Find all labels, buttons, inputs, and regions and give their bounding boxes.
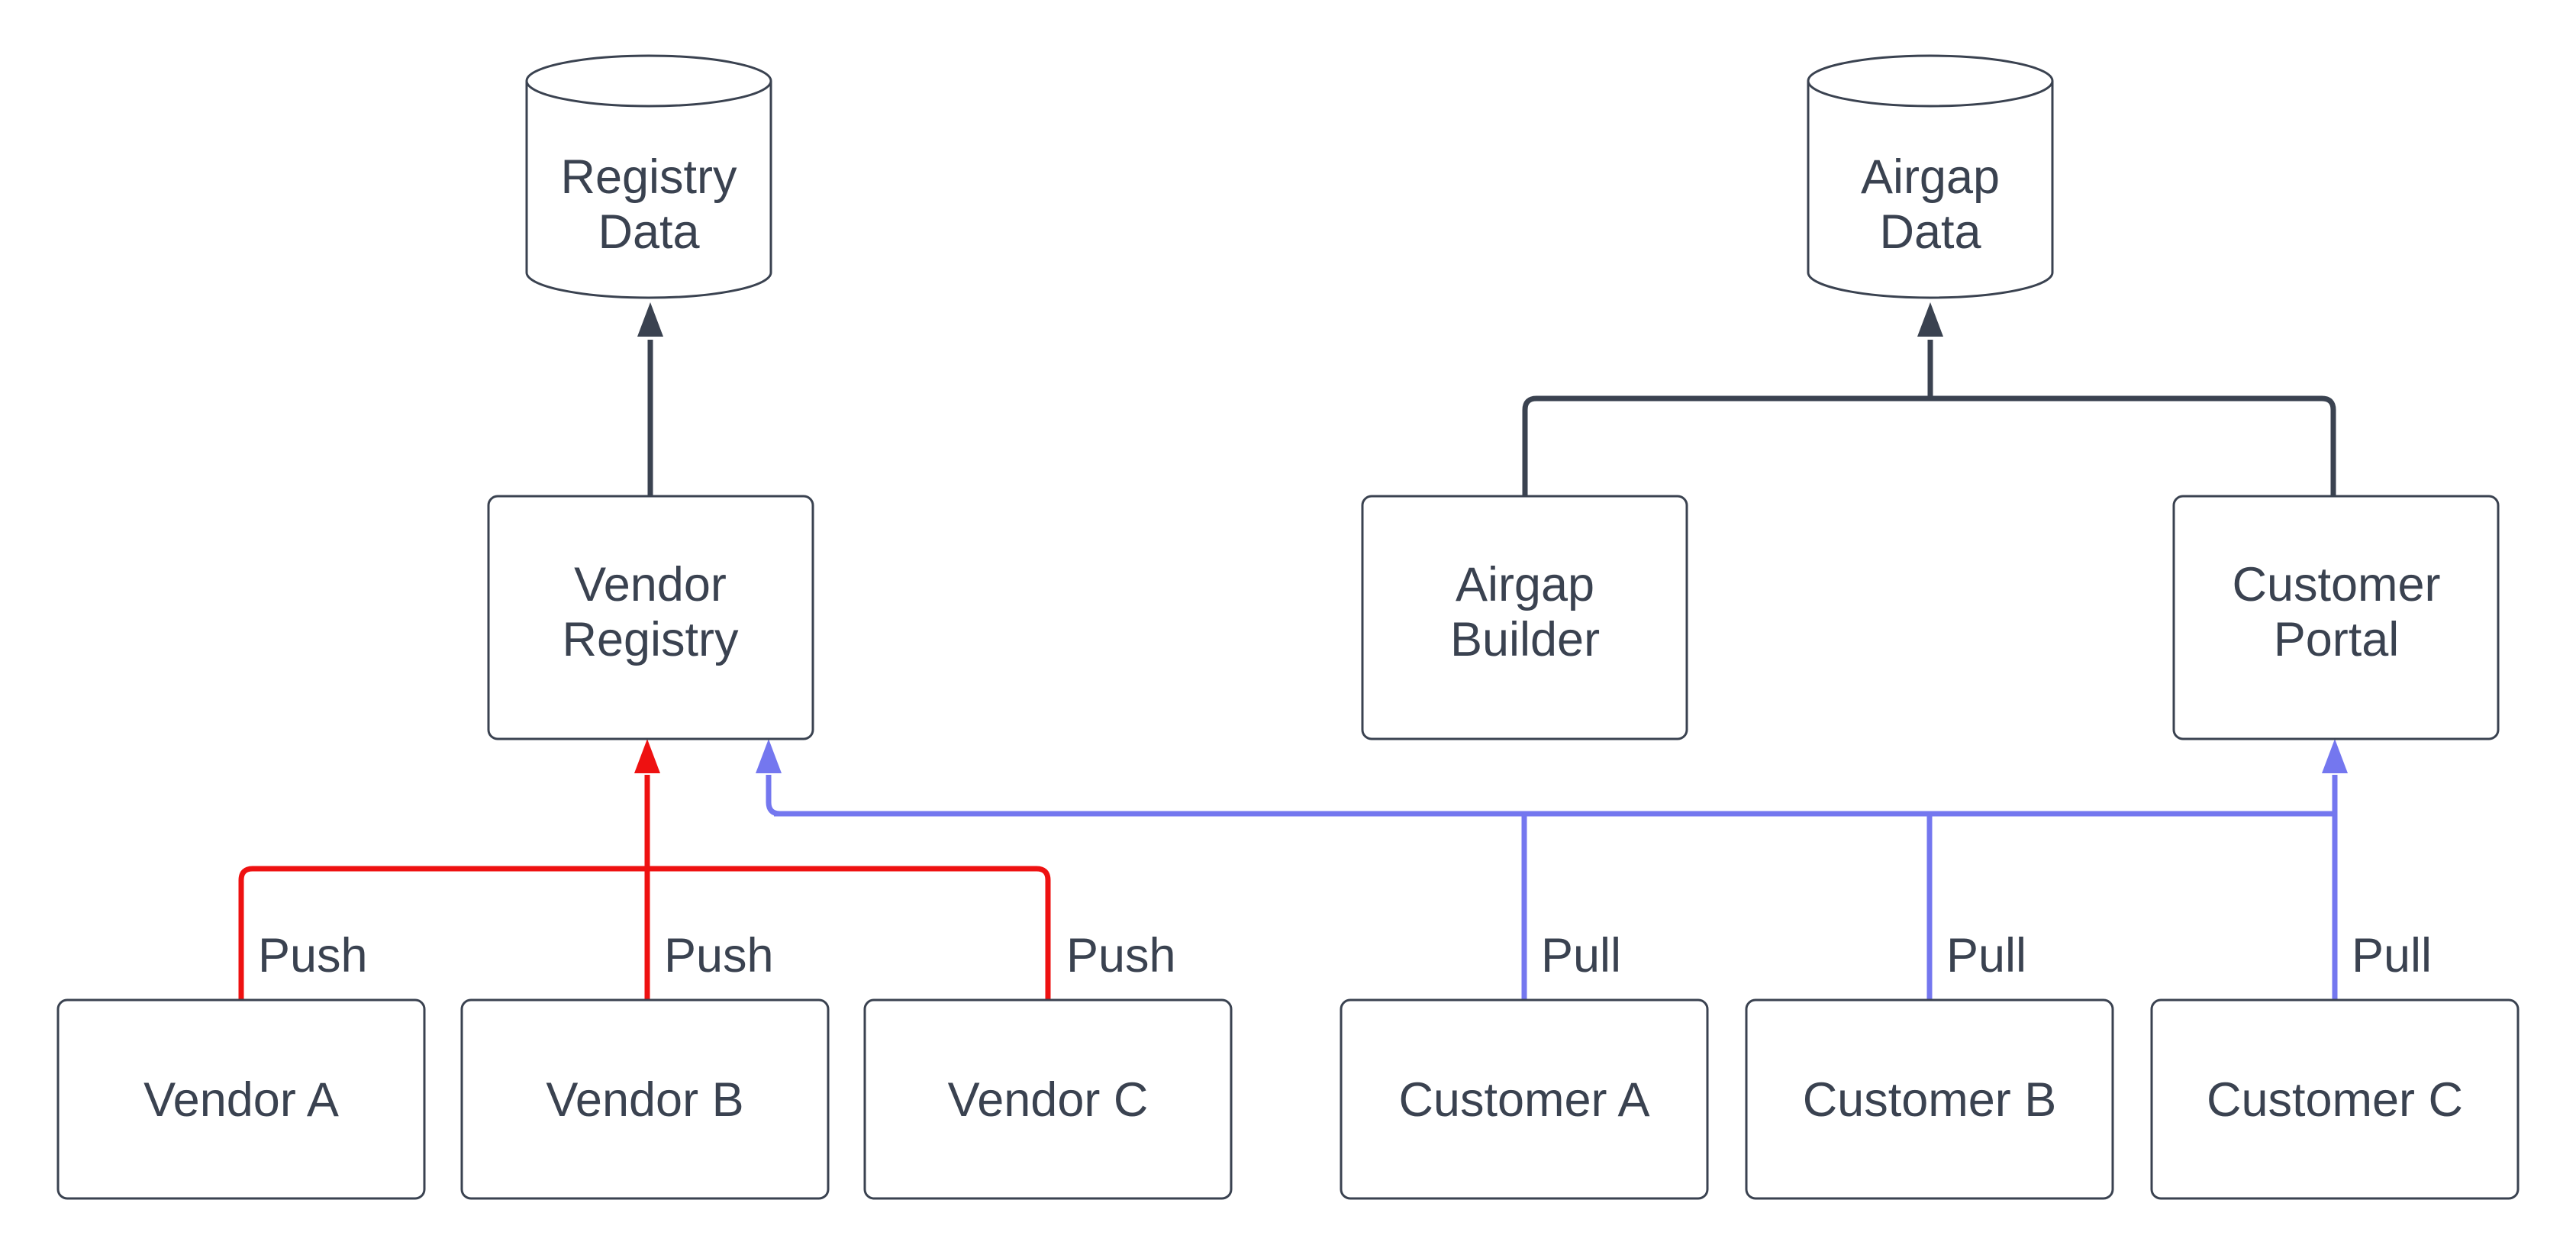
node-label: Registry: [560, 150, 737, 204]
cylinder-top: [1807, 54, 2054, 108]
node-label: Vendor: [574, 558, 727, 611]
node-customer-a: Customer A: [1340, 998, 1709, 1200]
node-customer-b: Customer B: [1745, 998, 2114, 1200]
node-label: Data: [1879, 205, 1981, 259]
edge-builder-and-portal-to-airgap-data: [1522, 302, 2336, 496]
edge-line-vendor-a: [238, 866, 647, 1000]
arrowhead-up-icon: [637, 302, 663, 337]
node-label: Portal: [2274, 613, 2400, 666]
node-customer-c: Customer C: [2150, 998, 2520, 1200]
edge-vendor-registry-to-registry-data: [637, 302, 663, 496]
node-label: Customer B: [1803, 1073, 2057, 1127]
edge-line: [1522, 395, 2336, 496]
edge-label-push-vendor-b: Push: [664, 929, 774, 982]
edge-label-pull-customer-b: Pull: [1946, 929, 2026, 982]
node-airgap-data: Airgap Data: [1807, 54, 2054, 299]
node-vendor-registry: Vendor Registry: [487, 495, 814, 740]
edge-vendors-push-bus: [238, 739, 1051, 1000]
node-label: Airgap: [1456, 558, 1594, 611]
cylinder-body: [1807, 81, 2054, 299]
node-label: Vendor B: [546, 1073, 743, 1127]
box: [1361, 495, 1688, 740]
arrowhead-up-icon: [2322, 739, 2348, 773]
node-airgap-builder: Airgap Builder: [1361, 495, 1688, 740]
node-vendor-a: Vendor A: [56, 998, 426, 1200]
edge-label-pull-customer-c: Pull: [2352, 929, 2432, 982]
box: [56, 998, 426, 1200]
edge-customers-pull-bus: [756, 739, 2348, 1000]
box: [460, 998, 830, 1200]
node-vendor-b: Vendor B: [460, 998, 830, 1200]
arrowhead-up-icon: [756, 739, 782, 773]
node-label: Registry: [562, 613, 739, 666]
box: [863, 998, 1233, 1200]
node-label: Customer C: [2207, 1073, 2463, 1127]
node-label: Data: [598, 205, 700, 259]
edge-label-push-vendor-a: Push: [258, 929, 368, 982]
node-label: Airgap: [1861, 150, 2000, 204]
node-label: Vendor C: [948, 1073, 1149, 1127]
box: [2172, 495, 2500, 740]
node-label: Builder: [1450, 613, 1600, 666]
edge-line-left-riser: [766, 775, 781, 817]
node-customer-portal: Customer Portal: [2172, 495, 2500, 740]
box: [1340, 998, 1709, 1200]
edge-line-vendor-c: [647, 866, 1051, 1000]
box: [487, 495, 814, 740]
box: [2150, 998, 2520, 1200]
node-vendor-c: Vendor C: [863, 998, 1233, 1200]
edge-label-pull-customer-a: Pull: [1541, 929, 1621, 982]
node-label: Vendor A: [143, 1073, 339, 1127]
cylinder-top: [525, 54, 772, 108]
node-label: Customer: [2232, 558, 2440, 611]
edge-label-push-vendor-c: Push: [1066, 929, 1176, 982]
box: [1745, 998, 2114, 1200]
node-label: Customer A: [1398, 1073, 1649, 1127]
node-registry-data: Registry Data: [525, 54, 772, 299]
arrowhead-up-icon: [634, 739, 660, 773]
cylinder-body: [525, 81, 772, 299]
arrowhead-up-icon: [1917, 302, 1943, 337]
